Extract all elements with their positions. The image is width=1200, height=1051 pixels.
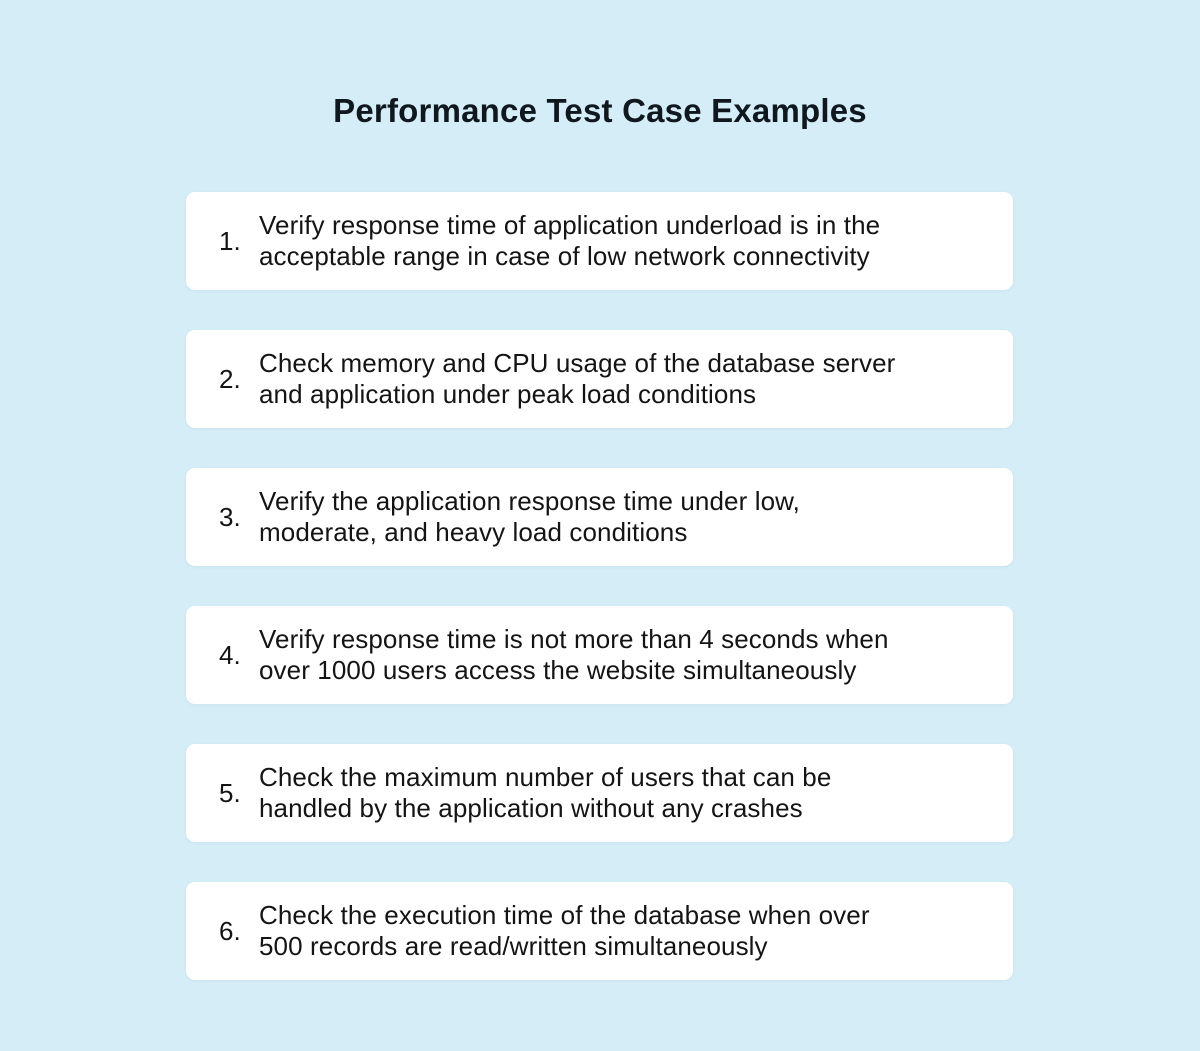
test-case-text-line: acceptable range in case of low network … — [259, 241, 870, 271]
test-case-text: Check memory and CPU usage of the databa… — [259, 348, 989, 410]
test-case-card-3: 3. Verify the application response time … — [186, 468, 1013, 566]
test-case-text-line: handled by the application without any c… — [259, 793, 803, 823]
test-case-card-5: 5. Check the maximum number of users tha… — [186, 744, 1013, 842]
test-case-text-line: Check memory and CPU usage of the databa… — [259, 348, 896, 378]
test-case-text-line: Verify response time of application unde… — [259, 210, 881, 240]
test-case-number: 1. — [219, 226, 241, 256]
test-case-number: 6. — [219, 916, 241, 946]
test-case-text: Verify response time is not more than 4 … — [259, 624, 989, 686]
test-case-card-2: 2. Check memory and CPU usage of the dat… — [186, 330, 1013, 428]
test-case-text-line: and application under peak load conditio… — [259, 379, 757, 409]
test-case-text-line: Verify the application response time und… — [259, 486, 800, 516]
test-case-number: 2. — [219, 364, 241, 394]
test-case-number: 3. — [219, 502, 241, 532]
test-case-text-line: Verify response time is not more than 4 … — [259, 624, 889, 654]
test-case-text-line: over 1000 users access the website simul… — [259, 655, 857, 685]
test-case-text-line: 500 records are read/written simultaneou… — [259, 931, 768, 961]
test-case-text-line: Check the maximum number of users that c… — [259, 762, 832, 792]
test-case-text: Verify the application response time und… — [259, 486, 989, 548]
test-case-text: Check the maximum number of users that c… — [259, 762, 989, 824]
test-case-card-6: 6. Check the execution time of the datab… — [186, 882, 1013, 980]
test-case-text: Check the execution time of the database… — [259, 900, 989, 962]
test-case-text-line: Check the execution time of the database… — [259, 900, 870, 930]
test-case-number: 5. — [219, 778, 241, 808]
test-case-card-1: 1. Verify response time of application u… — [186, 192, 1013, 290]
test-case-list: 1. Verify response time of application u… — [186, 192, 1013, 980]
test-case-text-line: moderate, and heavy load conditions — [259, 517, 688, 547]
test-case-number: 4. — [219, 640, 241, 670]
test-case-text: Verify response time of application unde… — [259, 210, 989, 272]
page-title: Performance Test Case Examples — [333, 92, 867, 129]
test-case-card-4: 4. Verify response time is not more than… — [186, 606, 1013, 704]
